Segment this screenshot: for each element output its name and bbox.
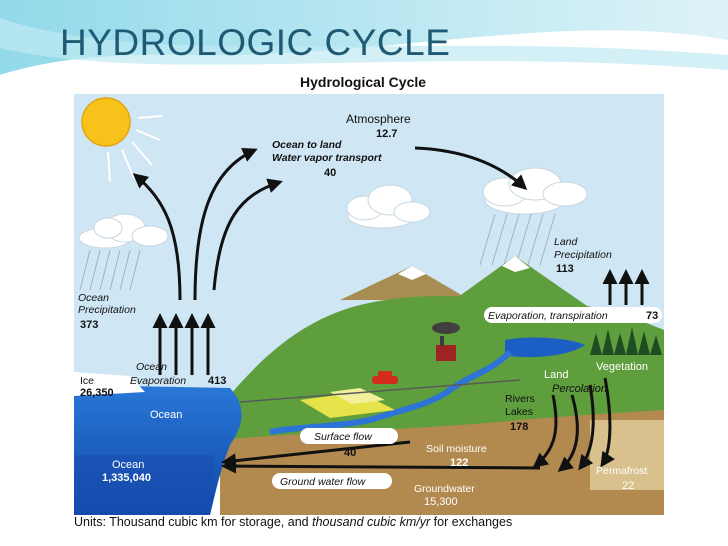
rivers-lakes-line2: Lakes — [505, 406, 533, 418]
percolation-label: Percolation — [552, 383, 607, 395]
ocean-evap-value: 413 — [208, 375, 226, 387]
ocean-label: Ocean — [150, 409, 182, 421]
permafrost-value: 22 — [622, 480, 634, 492]
land-evapotranspiration-arrows — [602, 269, 650, 305]
surface-flow-pill — [300, 428, 398, 444]
groundwater-flow-pill — [272, 473, 392, 489]
soil-moisture-value: 122 — [450, 457, 468, 469]
surface-flow-arrow — [221, 440, 411, 469]
ocean-evaporation-arrows — [152, 313, 216, 375]
forest-icon — [590, 327, 662, 355]
land-precip-line2: Precipitation — [554, 249, 612, 261]
units-part2: thousand cubic km/yr — [312, 515, 431, 529]
land-rain — [479, 213, 556, 266]
ocean-evap-line2: Evaporation — [130, 375, 186, 387]
ocean-cloud-icon — [78, 213, 169, 249]
land-precip-value: 113 — [556, 263, 574, 275]
units-part1: Units: Thousand cubic km for storage, an… — [74, 515, 312, 529]
land-label: Land — [544, 369, 568, 381]
groundwater-flow-arrow — [221, 458, 541, 474]
groundwater-label: Groundwater — [414, 483, 475, 495]
sun-icon — [81, 97, 163, 183]
groundwater-flow-label: Ground water flow — [280, 476, 367, 488]
evapotranspiration-value: 73 — [646, 310, 658, 322]
soil-moisture-label: Soil moisture — [426, 443, 487, 455]
factory-icon — [432, 322, 460, 361]
slide-title: HYDROLOGIC CYCLE — [60, 22, 451, 63]
atmosphere-label: Atmosphere — [346, 112, 411, 126]
ocean-storage-label: Ocean — [112, 459, 144, 471]
surface-flow-label: Surface flow — [314, 431, 373, 443]
vapor-transport-arrow — [212, 146, 528, 291]
percolation-arrows — [532, 377, 615, 472]
lake — [505, 337, 585, 358]
units-part3: for exchanges — [430, 515, 512, 529]
ice-cap — [74, 372, 145, 396]
ice-value: 26,350 — [80, 387, 114, 399]
surface-flow-value: 40 — [344, 447, 356, 459]
mid-cloud-icon — [346, 184, 431, 229]
permafrost-label: Permafrost — [596, 465, 647, 477]
car-icon — [372, 371, 398, 384]
vapor-transport-value: 40 — [324, 167, 336, 179]
diagram-title: Hydrological Cycle — [300, 74, 426, 90]
rivers-lakes-line1: Rivers — [505, 393, 535, 405]
vapor-transport-line2: Water vapor transport — [272, 152, 382, 164]
ocean-evap-line1: Ocean — [136, 361, 167, 373]
units-note: Units: Thousand cubic km for storage, an… — [74, 515, 512, 529]
ice-label: Ice — [80, 375, 94, 387]
rivers-lakes-value: 178 — [510, 421, 528, 433]
river — [269, 349, 513, 435]
ocean-precip-value: 373 — [80, 319, 98, 331]
vapor-transport-line1: Ocean to land — [272, 139, 342, 151]
evapotranspiration-label: Evaporation, transpiration — [488, 310, 608, 322]
vapor-rise-arrows — [132, 148, 258, 301]
ocean-precip-line2: Precipitation — [78, 304, 136, 316]
ocean-rain — [79, 249, 141, 291]
ocean-precip-line1: Ocean — [78, 292, 109, 304]
land-precip-line1: Land — [554, 236, 579, 248]
vegetation-label: Vegetation — [596, 361, 648, 373]
atmosphere-value: 12.7 — [376, 128, 397, 140]
road — [239, 379, 521, 403]
ocean-storage-value: 1,335,040 — [102, 472, 151, 484]
groundwater-value: 15,300 — [424, 496, 458, 508]
evapotranspiration-pill — [484, 307, 662, 323]
